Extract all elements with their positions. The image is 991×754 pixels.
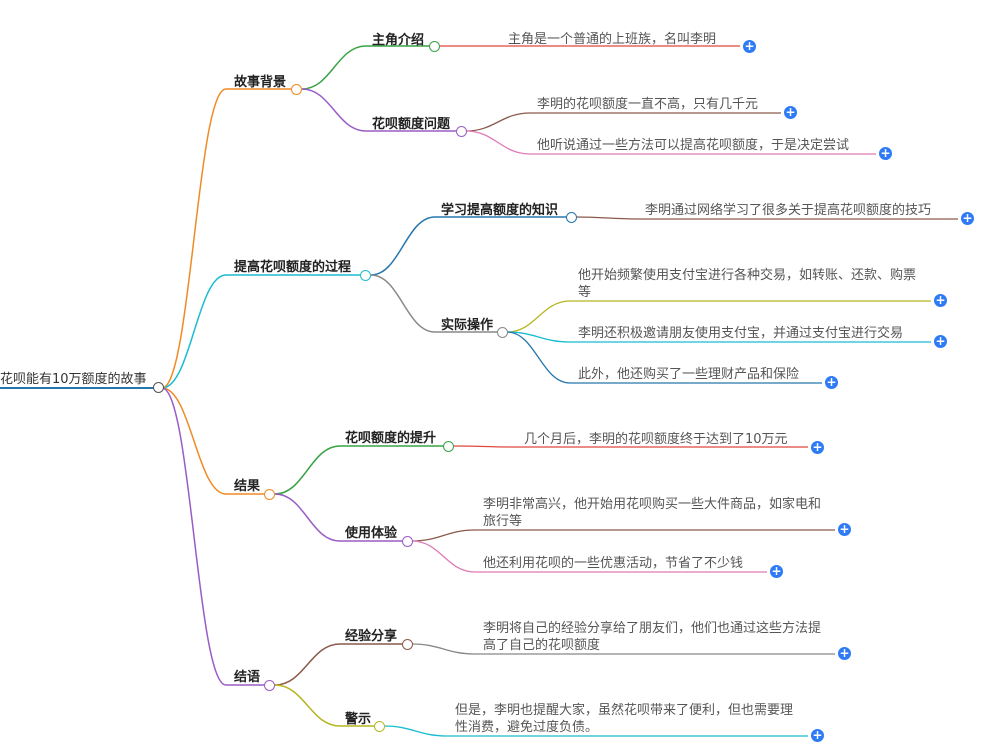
leaf-text: 几个月后，李明的花呗额度终于达到了10万元 xyxy=(524,432,788,447)
leaf-text: 主角是一个普通的上班族，名叫李明 xyxy=(508,32,717,47)
edge-topic-leaf xyxy=(452,445,516,448)
topic-warning[interactable]: 警示 xyxy=(345,712,372,727)
expand-plus-icon[interactable]: + xyxy=(743,39,756,53)
topic-share[interactable]: 经验分享 xyxy=(345,629,398,644)
branch-result[interactable]: 结果 xyxy=(234,479,261,494)
leaf-text: 他还利用花呗的一些优惠活动，节省了不少钱 xyxy=(483,556,744,571)
expand-plus-icon[interactable]: + xyxy=(784,105,797,119)
topic-2-1-knob[interactable] xyxy=(402,536,413,547)
edge-topic-leaf xyxy=(465,130,531,155)
edge-topic-leaf xyxy=(411,540,476,573)
branch-raise-process[interactable]: 提高花呗额度的过程 xyxy=(234,260,352,275)
leaf-text: 但是，李明也提醒大家，虽然花呗带来了便利，但也需要理性消费，避免过度负债。 xyxy=(455,703,794,735)
leaf-text: 此外，他还购买了一些理财产品和保险 xyxy=(578,367,800,382)
topic-protagonist[interactable]: 主角介绍 xyxy=(372,33,425,48)
expand-plus-icon[interactable]: + xyxy=(838,646,851,660)
edge-topic-leaf xyxy=(506,331,571,343)
edge-topic-leaf xyxy=(506,300,571,333)
topic-0-1-knob[interactable] xyxy=(456,126,467,137)
branch-2-knob[interactable] xyxy=(264,489,275,500)
expand-plus-icon[interactable]: + xyxy=(934,334,947,348)
expand-plus-icon[interactable]: + xyxy=(811,728,824,742)
edge-branch-topic xyxy=(370,216,436,276)
leaf-text: 李明的花呗额度一直不高，只有几千元 xyxy=(537,97,759,112)
topic-credit-issue[interactable]: 花呗额度问题 xyxy=(372,117,451,132)
topic-3-1-knob[interactable] xyxy=(374,721,385,732)
edge-topic-leaf xyxy=(411,643,476,655)
edge-branch-topic xyxy=(274,445,341,495)
expand-plus-icon[interactable]: + xyxy=(825,375,838,389)
topic-experience[interactable]: 使用体验 xyxy=(345,526,398,541)
edge-root-branch xyxy=(161,387,227,686)
root-collapse-knob[interactable] xyxy=(153,382,164,393)
edge-topic-leaf xyxy=(411,529,476,542)
topic-practice[interactable]: 实际操作 xyxy=(441,318,494,333)
topic-3-0-knob[interactable] xyxy=(402,639,413,650)
leaf-text: 李明还积极邀请朋友使用支付宝，并通过支付宝进行交易 xyxy=(578,326,904,341)
topic-0-0-knob[interactable] xyxy=(429,41,440,52)
edge-topic-leaf xyxy=(506,331,571,384)
leaf-text: 他听说通过一些方法可以提高花呗额度，于是决定尝试 xyxy=(537,138,850,153)
branch-story-background[interactable]: 故事背景 xyxy=(234,75,287,90)
branch-1-knob[interactable] xyxy=(360,270,371,281)
topic-learn-knowledge[interactable]: 学习提高额度的知识 xyxy=(441,203,559,218)
expand-plus-icon[interactable]: + xyxy=(811,440,824,454)
expand-plus-icon[interactable]: + xyxy=(934,293,947,307)
leaf-text: 李明将自己的经验分享给了朋友们，他们也通过这些方法提高了自己的花呗额度 xyxy=(483,621,822,653)
branch-3-knob[interactable] xyxy=(264,680,275,691)
expand-plus-icon[interactable]: + xyxy=(879,146,892,160)
edge-branch-topic xyxy=(274,684,341,727)
root-topic[interactable]: 花呗能有10万额度的故事 xyxy=(0,372,147,387)
edge-root-branch xyxy=(161,387,227,495)
leaf-text: 李明通过网络学习了很多关于提高花呗额度的技巧 xyxy=(645,203,932,218)
edge-branch-topic xyxy=(301,88,367,132)
edge-branch-topic xyxy=(274,493,341,542)
leaf-text: 他开始频繁使用支付宝进行各种交易，如转账、还款、购票等 xyxy=(578,268,917,300)
edge-topic-leaf xyxy=(575,216,641,220)
topic-1-0-knob[interactable] xyxy=(566,212,577,223)
topic-2-0-knob[interactable] xyxy=(443,441,454,452)
expand-plus-icon[interactable]: + xyxy=(838,522,851,536)
branch-0-knob[interactable] xyxy=(291,84,302,95)
expand-plus-icon[interactable]: + xyxy=(961,211,974,225)
topic-credit-raised[interactable]: 花呗额度的提升 xyxy=(345,431,437,446)
branch-conclusion[interactable]: 结语 xyxy=(234,670,261,685)
topic-1-1-knob[interactable] xyxy=(497,327,508,338)
edge-branch-topic xyxy=(301,45,367,90)
leaf-text: 李明非常高兴，他开始用花呗购买一些大件商品，如家电和旅行等 xyxy=(483,497,822,529)
edge-root-branch xyxy=(161,274,227,389)
edge-topic-leaf xyxy=(383,725,448,737)
edge-branch-topic xyxy=(370,274,436,333)
edge-branch-topic xyxy=(274,643,341,686)
edge-root-branch xyxy=(161,88,227,389)
edge-topic-leaf xyxy=(465,112,531,132)
expand-plus-icon[interactable]: + xyxy=(770,564,783,578)
